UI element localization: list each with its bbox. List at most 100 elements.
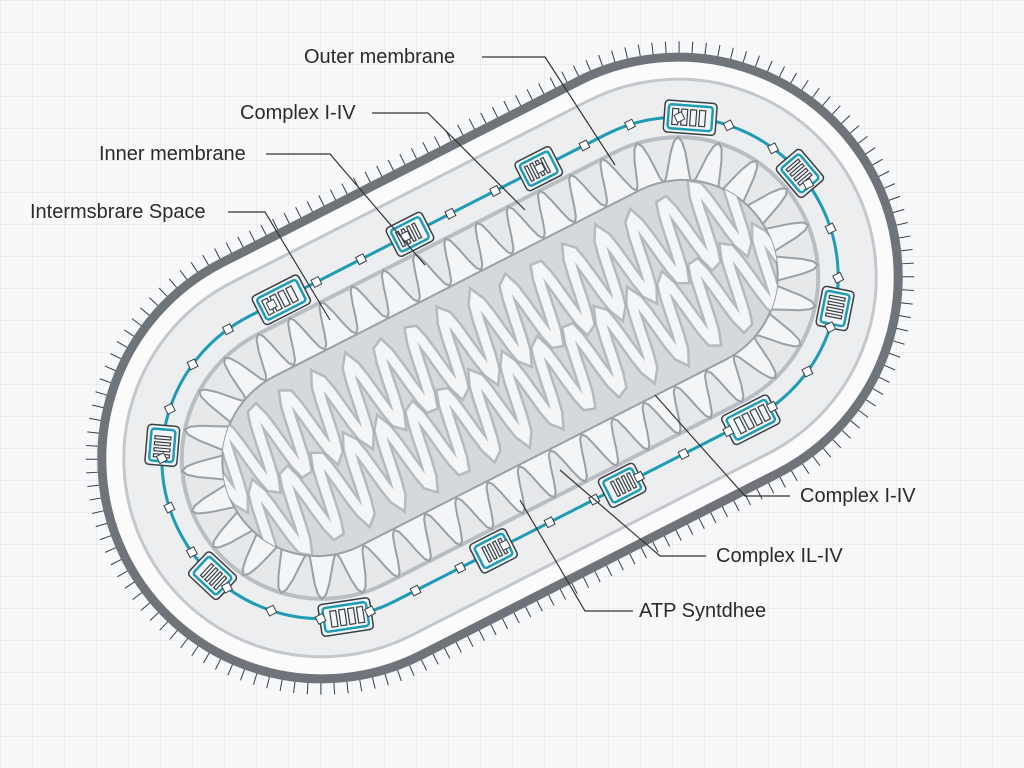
membrane-hair: [624, 47, 629, 60]
membrane-hair: [168, 278, 178, 289]
membrane-hair: [559, 588, 566, 600]
label-complex-top: Complex I-IV: [240, 102, 356, 124]
membrane-hair: [468, 118, 476, 130]
membrane-hair: [582, 576, 590, 588]
complex-subunit: [615, 477, 627, 495]
chain-bead: [163, 402, 176, 415]
membrane-hair: [159, 621, 169, 631]
complex-subunit: [785, 158, 802, 173]
membrane-hair: [99, 378, 112, 384]
complex-subunit: [337, 608, 348, 627]
membrane-hair: [850, 420, 860, 429]
membrane-hair: [180, 637, 189, 649]
membrane-hair: [883, 183, 896, 189]
mitochondrion: [85, 41, 915, 695]
chain-bead: [265, 604, 278, 617]
membrane-hair: [131, 318, 142, 327]
membrane-hair: [730, 47, 734, 60]
membrane-hair: [490, 623, 497, 636]
membrane-hair: [717, 44, 721, 57]
membrane-hair: [756, 488, 763, 500]
membrane-hair: [104, 547, 117, 553]
membrane-hair: [617, 559, 624, 571]
membrane-hair: [598, 54, 604, 67]
membrane-hair: [561, 71, 568, 83]
membrane-hair: [812, 455, 821, 467]
chain-bead: [220, 581, 234, 594]
membrane-hair: [240, 668, 246, 681]
membrane-hair: [822, 96, 831, 107]
membrane-hair: [698, 517, 705, 529]
membrane-hair: [110, 558, 122, 566]
chain-bead: [543, 516, 556, 529]
membrane-hair: [871, 158, 883, 166]
leader-outer-membrane: [482, 56, 616, 166]
membrane-hair: [888, 195, 901, 201]
membrane-hair: [501, 618, 509, 630]
complex-subunit: [153, 441, 172, 447]
membrane-hair: [359, 679, 363, 692]
membrane-hair: [86, 445, 99, 447]
protein-complexes: [144, 99, 855, 637]
membrane-hair: [571, 582, 578, 594]
leader-complex-right-1: [654, 394, 790, 497]
membrane-hair: [822, 447, 832, 458]
membrane-hair: [87, 431, 100, 434]
chain-bead: [498, 539, 511, 552]
membrane-hair: [900, 302, 913, 305]
chain-bead: [185, 546, 198, 559]
membrane-hair: [387, 159, 395, 172]
membrane-hair: [399, 153, 406, 166]
label-inner-membrane: Inner membrane: [99, 143, 246, 165]
complex-subunit: [688, 109, 698, 127]
complex-subunit: [405, 224, 418, 243]
membrane-hair: [408, 664, 415, 677]
chain-bead: [314, 612, 327, 625]
leader-complex-top: [372, 112, 526, 211]
membrane-hair: [536, 600, 543, 612]
membrane-hair: [831, 105, 841, 115]
chain-bead: [444, 207, 457, 220]
membrane-hair: [266, 676, 270, 689]
complex-subunit: [824, 312, 843, 320]
complex-subunit: [486, 542, 498, 561]
chain-bead: [832, 271, 845, 284]
chain-bead: [533, 162, 546, 175]
membrane-hair: [767, 482, 775, 494]
complex-subunit: [825, 306, 844, 314]
membrane-hair: [888, 352, 901, 358]
membrane-hair: [811, 87, 820, 99]
membrane-hair: [901, 262, 914, 265]
membrane-hair: [841, 429, 851, 439]
membrane-hair: [594, 570, 601, 583]
complex-accent-frame: [518, 150, 559, 187]
membrane-hair: [117, 570, 129, 578]
complex-subunit: [355, 605, 366, 624]
membrane-hair: [295, 207, 302, 219]
membrane-hair: [455, 641, 462, 653]
membrane-hair: [283, 212, 290, 225]
complex-subunit: [757, 403, 772, 423]
chain-bead: [722, 425, 735, 438]
chain-bead: [163, 501, 176, 514]
membrane-hair: [675, 529, 682, 541]
membrane-hair: [364, 171, 371, 183]
membrane-hair: [652, 541, 659, 553]
membrane-hair: [248, 230, 256, 242]
membrane-hair: [892, 208, 905, 214]
membrane-hair: [585, 59, 592, 72]
membrane-hair: [104, 365, 117, 372]
membrane-hair: [779, 476, 786, 488]
membrane-hair: [376, 165, 383, 177]
membrane-hair: [549, 77, 557, 89]
chain-bead: [677, 447, 690, 461]
membrane-hair: [478, 629, 485, 641]
membrane-hair: [840, 115, 851, 124]
complex-subunit: [491, 540, 504, 558]
chain-bead: [632, 470, 646, 483]
membrane-hair: [396, 669, 402, 682]
membrane-hair: [503, 100, 510, 113]
membrane-hair: [526, 89, 533, 101]
membrane-hair: [754, 55, 760, 68]
